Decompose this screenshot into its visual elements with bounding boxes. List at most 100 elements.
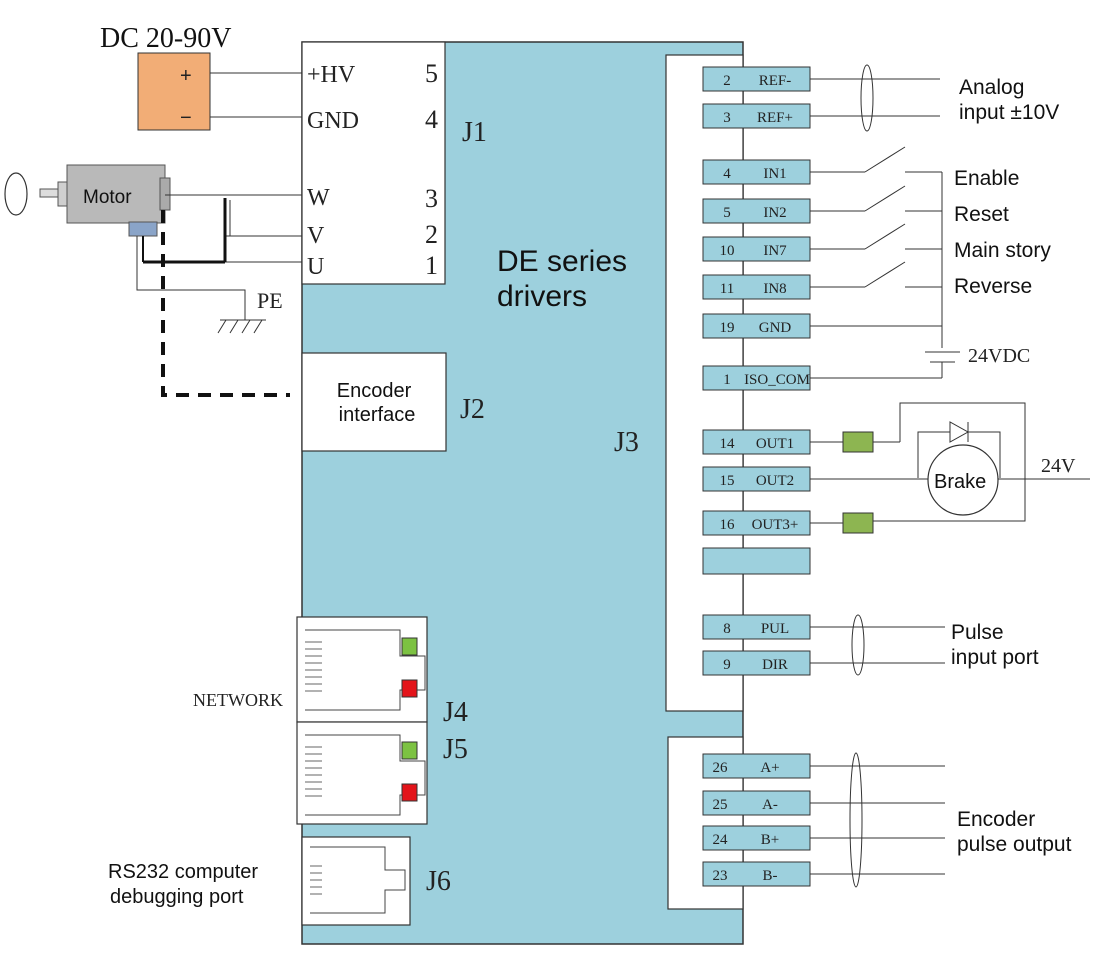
j4-link-led-green: [401, 637, 418, 656]
j1-pin-label: +HV: [307, 62, 356, 88]
j4-rj45-outline: [305, 629, 426, 711]
network-label: NETWORK: [193, 690, 283, 710]
encoder-output-label-line1: Encoder: [957, 808, 1035, 831]
motor-phase-wires: [165, 194, 302, 263]
24v-label: 24V: [1041, 455, 1076, 477]
j3-pin-number: 16: [720, 517, 736, 533]
j4-activity-led-red: [401, 679, 418, 698]
rs232-label-line2: debugging port: [110, 886, 244, 908]
j3-pin-label: OUT1: [756, 436, 794, 452]
j3-pin-label: ISO_COM: [744, 372, 810, 388]
j1-pin-label: U: [307, 254, 324, 280]
j3-pin-label: OUT3+: [752, 517, 799, 533]
pe-wire: [136, 236, 246, 320]
j3-pin-label: GND: [759, 320, 792, 336]
j1-pin-label: V: [307, 223, 325, 249]
j3-pin-label: IN8: [763, 281, 786, 297]
j4-label: J4: [443, 697, 468, 728]
pulse-input-wires: [810, 614, 945, 676]
dc-power-supply: [137, 52, 211, 131]
enc-pin-number: 24: [713, 832, 729, 848]
analog-label-line2: input ±10V: [959, 101, 1059, 124]
j1-pin-label: W: [307, 185, 330, 211]
analog-input-wires: [810, 64, 940, 132]
enc-pin-label: B-: [763, 868, 778, 884]
j1-pin-label: GND: [307, 108, 359, 134]
j5-network-port: [296, 721, 428, 825]
reset-label: Reset: [954, 203, 1009, 226]
j1-pin-number: 2: [425, 220, 438, 249]
enc-pin-number: 26: [713, 760, 729, 776]
j6-contact-lines: [310, 865, 322, 895]
driver-title-line2: drivers: [497, 280, 587, 313]
input-switches: [810, 146, 960, 379]
j2-text-line2: interface: [339, 404, 416, 426]
motor-body: [66, 164, 166, 224]
j3-pin-label: REF+: [757, 110, 793, 126]
j5-link-led-green: [401, 741, 418, 760]
enable-label: Enable: [954, 167, 1019, 190]
power-plus-sign: +: [180, 65, 192, 87]
j3-pin-number: 14: [720, 436, 736, 452]
j3-pin-boxes: [702, 66, 811, 887]
main-story-label: Main story: [954, 239, 1051, 262]
j3-label: J3: [614, 427, 639, 458]
motor-label: Motor: [83, 187, 132, 208]
j2-encoder-interface-box: [301, 352, 447, 452]
j4-contact-lines: [305, 641, 322, 692]
j5-label: J5: [443, 734, 468, 765]
pulse-label-line1: Pulse: [951, 621, 1004, 644]
j1-pin-number: 4: [425, 105, 438, 134]
out3-relay-box: [842, 512, 874, 534]
j5-activity-led-red: [401, 783, 418, 802]
j6-connector-outline: [310, 846, 406, 914]
enc-pin-number: 25: [713, 797, 728, 813]
motor-shaft-load: [4, 172, 28, 216]
brake-coil: [927, 444, 999, 516]
j3-pin-number: 8: [723, 621, 731, 637]
j3-pin-number: 11: [720, 281, 734, 297]
j3-pin-number: 15: [720, 473, 735, 489]
enc-pin-label: A+: [760, 760, 779, 776]
j3-pin-number: 10: [720, 243, 735, 259]
pulse-label-line2: input port: [951, 646, 1039, 669]
j3-pin-number: 1: [723, 372, 731, 388]
encoder-output-wires: [810, 752, 945, 888]
j5-rj45-outline: [305, 734, 426, 816]
j3-pin-label: DIR: [762, 657, 788, 673]
motor-encoder-connector: [128, 221, 158, 237]
j3-pin-label: IN2: [763, 205, 786, 221]
pe-label: PE: [257, 288, 283, 313]
j1-terminal-block: [301, 41, 446, 285]
enc-pin-label: A-: [762, 797, 778, 813]
analog-label-line1: Analog: [959, 76, 1024, 99]
j1-pin-number: 3: [425, 184, 438, 213]
j3-pin-label: OUT2: [756, 473, 794, 489]
j3-pin-label: REF-: [759, 73, 792, 89]
motor-end-cap: [159, 177, 171, 211]
j3-pin-number: 4: [723, 166, 731, 182]
j6-rs232-port: [301, 836, 411, 926]
brake-label: Brake: [934, 471, 986, 493]
reverse-label: Reverse: [954, 275, 1032, 298]
encoder-output-label-line2: pulse output: [957, 833, 1072, 856]
out1-relay-box: [842, 431, 874, 453]
j2-text-line1: Encoder: [337, 380, 412, 402]
power-minus-sign: −: [180, 107, 192, 129]
enc-pin-label: B+: [761, 832, 779, 848]
j6-label: J6: [426, 866, 451, 897]
j3-pin-number: 9: [723, 657, 731, 673]
encoder-cable-dashed: [161, 210, 290, 397]
enc-pin-number: 23: [713, 868, 728, 884]
j1-pin-number: 5: [425, 59, 438, 88]
diode-icon: [949, 421, 970, 443]
j3-pin-number: 5: [723, 205, 731, 221]
driver-title-line1: DE series: [497, 245, 627, 278]
j5-contact-lines: [305, 746, 322, 797]
j3-pin-number: 19: [720, 320, 735, 336]
24vdc-label: 24VDC: [968, 345, 1030, 367]
j3-pin-texts: 2 REF- 3 REF+ 4 IN1 5 IN2 10 IN7 11 IN8 …: [713, 73, 810, 884]
j3-pin-number: 3: [723, 110, 731, 126]
rs232-label-line1: RS232 computer: [108, 861, 258, 883]
j3-pin-number: 2: [723, 73, 731, 89]
